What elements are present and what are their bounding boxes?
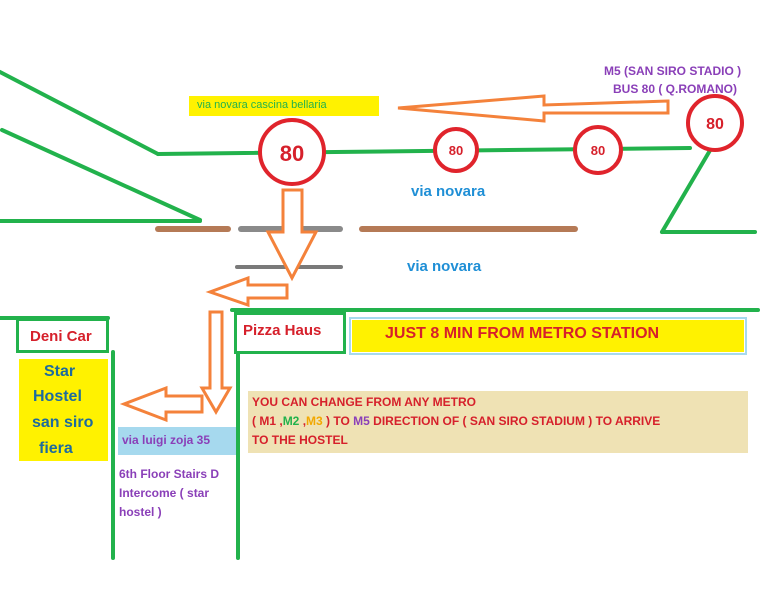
metro-m3: M3 (306, 414, 323, 428)
street-label-lower: via novara (407, 258, 482, 275)
info-comma-1: , (276, 414, 283, 428)
info-box (248, 391, 748, 453)
bus-stop-number-3: 80 (591, 143, 605, 158)
bus-stop-number-main: 80 (280, 141, 304, 166)
bus-stop-circle-terminus (686, 94, 744, 152)
hostel-line-1: Star (44, 363, 76, 380)
address-label: via luigi zoja 35 (122, 433, 211, 447)
info-line-3: TO THE HOSTEL (252, 433, 348, 447)
terminus-line-1: M5 (SAN SIRO STADIO ) (604, 64, 742, 78)
street-label-upper: via novara (411, 183, 486, 200)
arrow-terminus-to-stop (397, 94, 670, 123)
pizza-haus-box (234, 312, 346, 354)
hostel-line-3: san siro (32, 414, 94, 431)
hostel-box (19, 359, 108, 461)
directions-line-2: Intercome ( star (119, 486, 210, 500)
arrow-down-from-stop (265, 188, 319, 282)
directions-line-1: 6th Floor Stairs D (119, 467, 220, 481)
directions-line-3: hostel ) (119, 505, 162, 519)
hostel-line-2: Hostel (33, 388, 82, 405)
terminus-line-2: BUS 80 ( Q.ROMANO) (613, 82, 738, 96)
info-tail: DIRECTION OF ( SAN SIRO STADIUM ) TO ARR… (369, 414, 661, 428)
info-comma-2: , (299, 414, 307, 428)
road-upper-left (0, 70, 160, 156)
info-line-2: ( M1 ,M2 ,M3 ) TO M5 DIRECTION OF ( SAN … (252, 414, 660, 428)
arrow-down-to-address (199, 310, 233, 415)
hostel-line-4: fiera (39, 440, 73, 457)
deni-car-label: Deni Car (30, 328, 92, 345)
metro-m5: M5 (353, 414, 370, 428)
bus-stop-circle-2 (433, 127, 479, 173)
arrow-left-to-street (205, 275, 289, 308)
banner-frame (349, 317, 747, 355)
arrow-left-to-hostel (119, 385, 204, 423)
road-lower-left (0, 128, 202, 222)
info-mid: ) TO (322, 414, 354, 428)
banner-text: JUST 8 MIN FROM METRO STATION (385, 325, 660, 342)
metro-m1: M1 (259, 414, 277, 428)
pizza-haus-label: Pizza Haus (243, 322, 322, 339)
stop-label-box (189, 96, 379, 116)
bus-stop-circle-main (258, 118, 326, 186)
road-right-diagonal (660, 145, 714, 234)
bus-stop-circle-3 (573, 125, 623, 175)
banner-box (352, 320, 744, 352)
bus-stop-number-2: 80 (449, 143, 463, 158)
bus-stop-number-terminus: 80 (706, 116, 724, 133)
deni-car-box (16, 318, 109, 353)
metro-m2: M2 (282, 414, 300, 428)
stop-label: via novara cascina bellaria (197, 99, 327, 111)
address-box (118, 427, 236, 455)
info-line-1: YOU CAN CHANGE FROM ANY METRO (252, 395, 477, 409)
info-open: ( (252, 414, 260, 428)
